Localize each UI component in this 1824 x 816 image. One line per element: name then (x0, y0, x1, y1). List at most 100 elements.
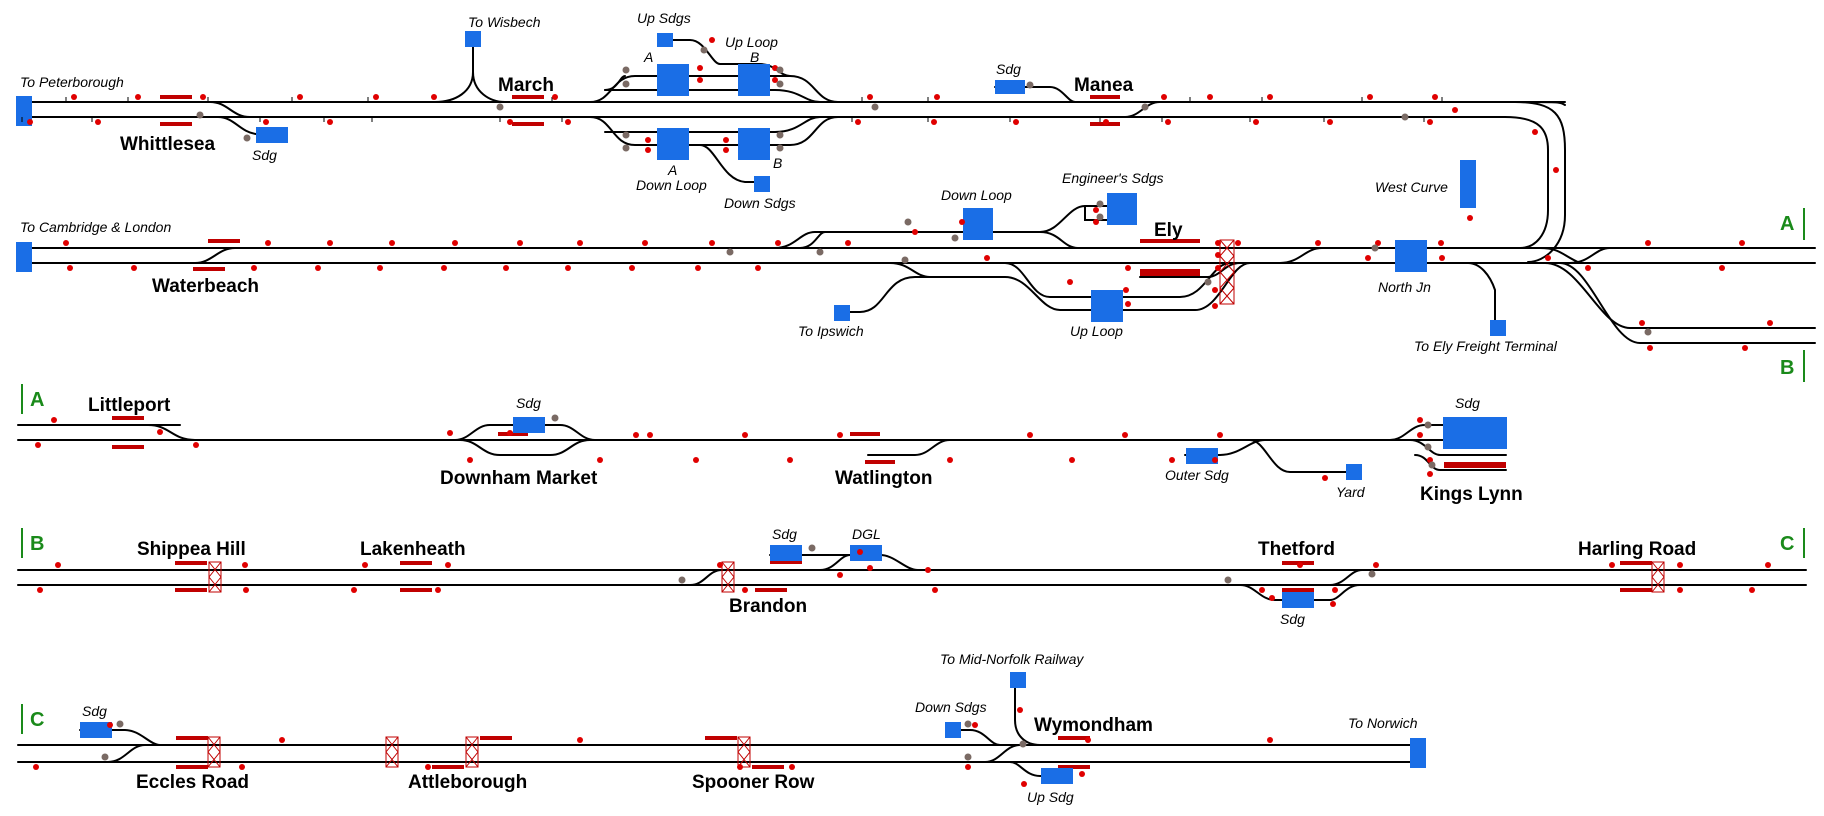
station-brandon: Brandon (729, 596, 807, 617)
station-wymondham: Wymondham (1034, 715, 1153, 736)
block-down-loop-a (657, 128, 689, 160)
platform (755, 588, 787, 592)
row4-tracks (17, 554, 1807, 601)
platform (175, 588, 207, 592)
label-wymondham-down-sdgs: Down Sdgs (915, 699, 987, 715)
platform (512, 122, 544, 126)
block-manea-sdg (995, 80, 1025, 94)
platform (1620, 561, 1652, 565)
block-brandon-sdg (770, 545, 802, 561)
platform (432, 765, 464, 769)
station-whittlesea: Whittlesea (120, 134, 215, 155)
block-up-loop-b (738, 64, 770, 96)
label-engineers-sdgs: Engineer's Sdgs (1062, 170, 1164, 186)
platform (752, 765, 784, 769)
section-marker-b-in: B (30, 533, 44, 555)
section-marker-c-in: C (30, 709, 44, 731)
platform (850, 432, 880, 436)
level-crossing (721, 561, 735, 593)
block-down-sdgs (754, 176, 770, 192)
platform (865, 460, 895, 464)
section-marker-a-out: A (1780, 213, 1794, 235)
blocks (16, 31, 1507, 784)
label-brandon-sdg: Sdg (772, 526, 797, 542)
label-downham-sdg: Sdg (516, 395, 541, 411)
station-manea: Manea (1074, 75, 1134, 96)
signal-posts (21, 97, 1443, 122)
row3-tracks (17, 424, 1507, 473)
label-ely-down-loop: Down Loop (941, 187, 1012, 203)
level-crossing (465, 736, 479, 768)
platform (193, 267, 225, 271)
platform (1140, 269, 1200, 276)
label-up-loop: Up Loop (725, 34, 778, 50)
label-to-wisbech: To Wisbech (468, 14, 541, 30)
label-to-cambridge: To Cambridge & London (20, 219, 171, 235)
platform (160, 95, 192, 99)
platform (1058, 765, 1090, 769)
label-whittlesea-sdg: Sdg (252, 147, 277, 163)
station-harling-road: Harling Road (1578, 539, 1696, 560)
block-eccles-sdg (80, 722, 112, 738)
block-up-sdgs (657, 33, 673, 47)
platform (1140, 239, 1200, 243)
block-cambridge (16, 242, 32, 272)
station-lakenheath: Lakenheath (360, 539, 466, 560)
platforms (112, 95, 1652, 769)
station-eccles-road: Eccles Road (136, 772, 249, 793)
station-shippea-hill: Shippea Hill (137, 539, 246, 560)
platform (1620, 588, 1652, 592)
row5-tracks (17, 679, 1426, 777)
station-spooner-row: Spooner Row (692, 772, 815, 793)
block-peterborough (16, 96, 32, 126)
station-ely: Ely (1154, 220, 1183, 241)
platform (176, 736, 208, 740)
label-dgl: DGL (852, 526, 881, 542)
label-down-sdgs: Down Sdgs (724, 195, 796, 211)
block-whittlesea-sdg (256, 127, 288, 143)
label-eccles-sdg: Sdg (82, 703, 107, 719)
label-to-mid-norfolk: To Mid-Norfolk Railway (940, 651, 1084, 667)
station-kings-lynn: Kings Lynn (1420, 484, 1523, 505)
block-ely-up-loop (1091, 290, 1123, 322)
platform (160, 122, 192, 126)
block-wymondham-down-sdgs (945, 722, 961, 738)
label-ely-up-loop: Up Loop (1070, 323, 1123, 339)
label-west-curve: West Curve (1375, 179, 1448, 195)
platform (705, 736, 737, 740)
block-west-curve (1460, 160, 1476, 208)
platform (400, 588, 432, 592)
platform (512, 95, 544, 99)
block-dgl (850, 545, 882, 561)
station-downham-market: Downham Market (440, 468, 598, 489)
platform (1444, 462, 1506, 468)
level-crossing (208, 561, 222, 593)
platform (480, 736, 512, 740)
label-up-sdgs: Up Sdgs (637, 10, 691, 26)
label-down-loop: Down Loop (636, 177, 707, 193)
block-yard (1346, 464, 1362, 480)
platform (1282, 588, 1314, 592)
label-manea-sdg: Sdg (996, 61, 1021, 77)
level-crossing (385, 736, 399, 768)
label-to-norwich: To Norwich (1348, 715, 1418, 731)
platform (1090, 95, 1120, 99)
platform (112, 416, 144, 420)
block-ely-freight (1490, 320, 1506, 336)
block-wymondham-up-sdg (1041, 768, 1073, 784)
points-markers (101, 46, 1652, 761)
station-littleport: Littleport (88, 395, 171, 416)
platform (175, 561, 207, 565)
label-thetford-sdg: Sdg (1280, 611, 1305, 627)
row2-tracks (23, 205, 1816, 344)
label-up-loop-b: B (750, 49, 759, 65)
block-wisbech (465, 31, 481, 47)
label-wymondham-up-sdg: Up Sdg (1027, 789, 1074, 805)
label-to-peterborough: To Peterborough (20, 74, 124, 90)
label-outer-sdg: Outer Sdg (1165, 467, 1229, 483)
platform (112, 445, 144, 449)
section-markers (21, 208, 1805, 734)
block-north-jn (1395, 240, 1427, 272)
block-thetford-sdg (1282, 592, 1314, 608)
